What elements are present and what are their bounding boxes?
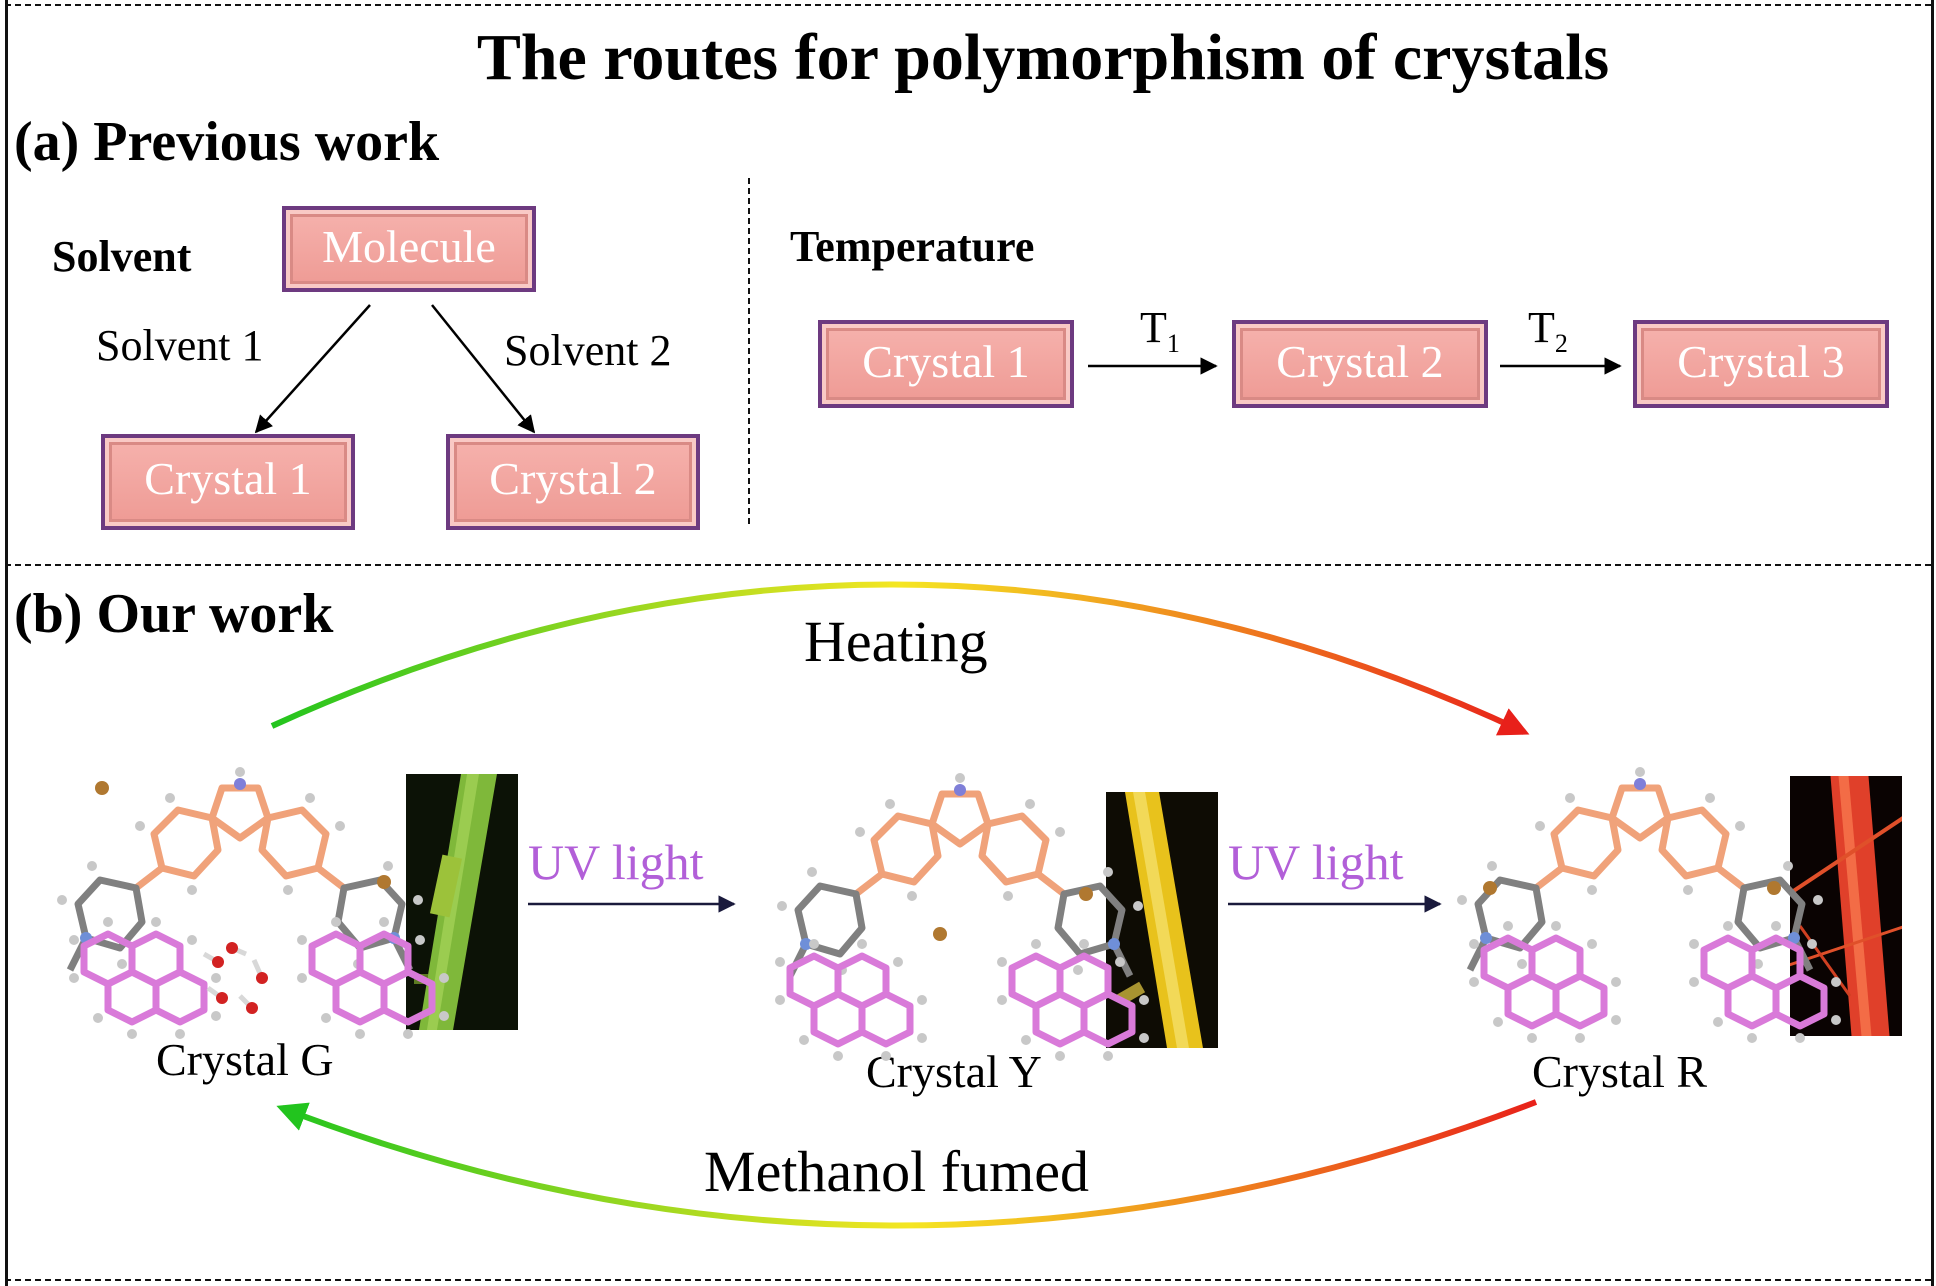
crystal-r-needle-highlight <box>1838 776 1872 1036</box>
solvent-crystal-1-label: Crystal 1 <box>144 453 312 504</box>
crystal-y-structure <box>775 773 1149 1061</box>
frame-right-border <box>1931 0 1934 1286</box>
temp-crystal-1-box: Crystal 1 <box>818 320 1074 408</box>
methanol-fumed-label: Methanol fumed <box>704 1139 1089 1204</box>
crystal-g-solvent-oxygens <box>212 942 268 1014</box>
temp-crystal-3-label: Crystal 3 <box>1677 336 1845 387</box>
crystal-y-caption: Crystal Y <box>866 1046 1042 1097</box>
crystal-r-pyrene-right <box>1689 921 1841 1043</box>
crystal-r-structure <box>1457 767 1841 1043</box>
section-b-heading: (b) Our work <box>14 583 334 645</box>
crystal-g-pyrene-right <box>297 917 449 1039</box>
panel-divider <box>748 178 750 524</box>
crystal-g-caption: Crystal G <box>156 1034 334 1085</box>
molecule-box-label: Molecule <box>322 221 496 272</box>
frame-left-border <box>5 0 8 1286</box>
t2-subscript: 2 <box>1554 328 1568 358</box>
crystal-g-structure <box>57 767 449 1039</box>
uv-light-label-1: UV light <box>528 834 704 890</box>
crystal-r-caption: Crystal R <box>1532 1046 1708 1097</box>
solvent-panel-heading: Solvent <box>52 232 192 281</box>
crystal-g-needle-highlight <box>426 774 480 1030</box>
crystal-r-counterion-2 <box>1767 881 1781 895</box>
t2-symbol: T <box>1528 303 1555 352</box>
methanol-fumed-arrow <box>276 1099 1538 1229</box>
uv-light-label-2: UV light <box>1228 834 1404 890</box>
t2-label: T2 <box>1528 306 1568 366</box>
figure-title: The routes for polymorphism of crystals <box>476 21 1610 94</box>
solvent-crystal-2-label: Crystal 2 <box>489 453 657 504</box>
solvent-2-arrow <box>431 304 536 434</box>
crystal-r-counterion-1 <box>1483 881 1497 895</box>
solvent-1-label: Solvent 1 <box>96 321 264 370</box>
t1-subscript: 1 <box>1166 328 1180 358</box>
crystal-g-photo <box>406 774 518 1030</box>
crystal-r-fiber-3 <box>1798 925 1852 997</box>
solvent-1-arrow <box>254 304 371 434</box>
solvent-2-label: Solvent 2 <box>504 326 672 375</box>
frame-top-dashed-border <box>5 4 1931 6</box>
solvent-crystal-2-box: Crystal 2 <box>446 434 700 530</box>
molecule-box: Molecule <box>282 206 536 292</box>
temp-crystal-2-label: Crystal 2 <box>1276 336 1444 387</box>
crystal-y-pyrene-right <box>997 939 1149 1061</box>
section-a-heading: (a) Previous work <box>14 111 440 173</box>
heating-label: Heating <box>804 609 988 674</box>
crystal-y-needle-highlight <box>1133 792 1189 1048</box>
heating-arrow <box>270 581 1530 736</box>
crystal-y-counterion-2 <box>1079 887 1093 901</box>
crystal-g-fragment <box>429 854 463 918</box>
crystal-g-counterion-2 <box>377 875 391 889</box>
crystal-g-pyrene-left <box>69 917 221 1039</box>
section-divider <box>5 564 1931 566</box>
crystal-r-fiber-1 <box>1790 816 1902 896</box>
t1-label: T1 <box>1140 306 1180 366</box>
solvent-crystal-1-box: Crystal 1 <box>101 434 355 530</box>
temp-crystal-2-box: Crystal 2 <box>1232 320 1488 408</box>
temperature-panel-heading: Temperature <box>790 222 1035 271</box>
crystal-g-counterion-1 <box>95 781 109 795</box>
crystal-r-photo <box>1790 776 1902 1036</box>
t1-symbol: T <box>1140 303 1167 352</box>
temp-crystal-3-box: Crystal 3 <box>1633 320 1889 408</box>
temp-crystal-1-label: Crystal 1 <box>862 336 1030 387</box>
crystal-y-counterion-1 <box>933 927 947 941</box>
frame-bottom-dashed-border <box>5 1279 1931 1281</box>
